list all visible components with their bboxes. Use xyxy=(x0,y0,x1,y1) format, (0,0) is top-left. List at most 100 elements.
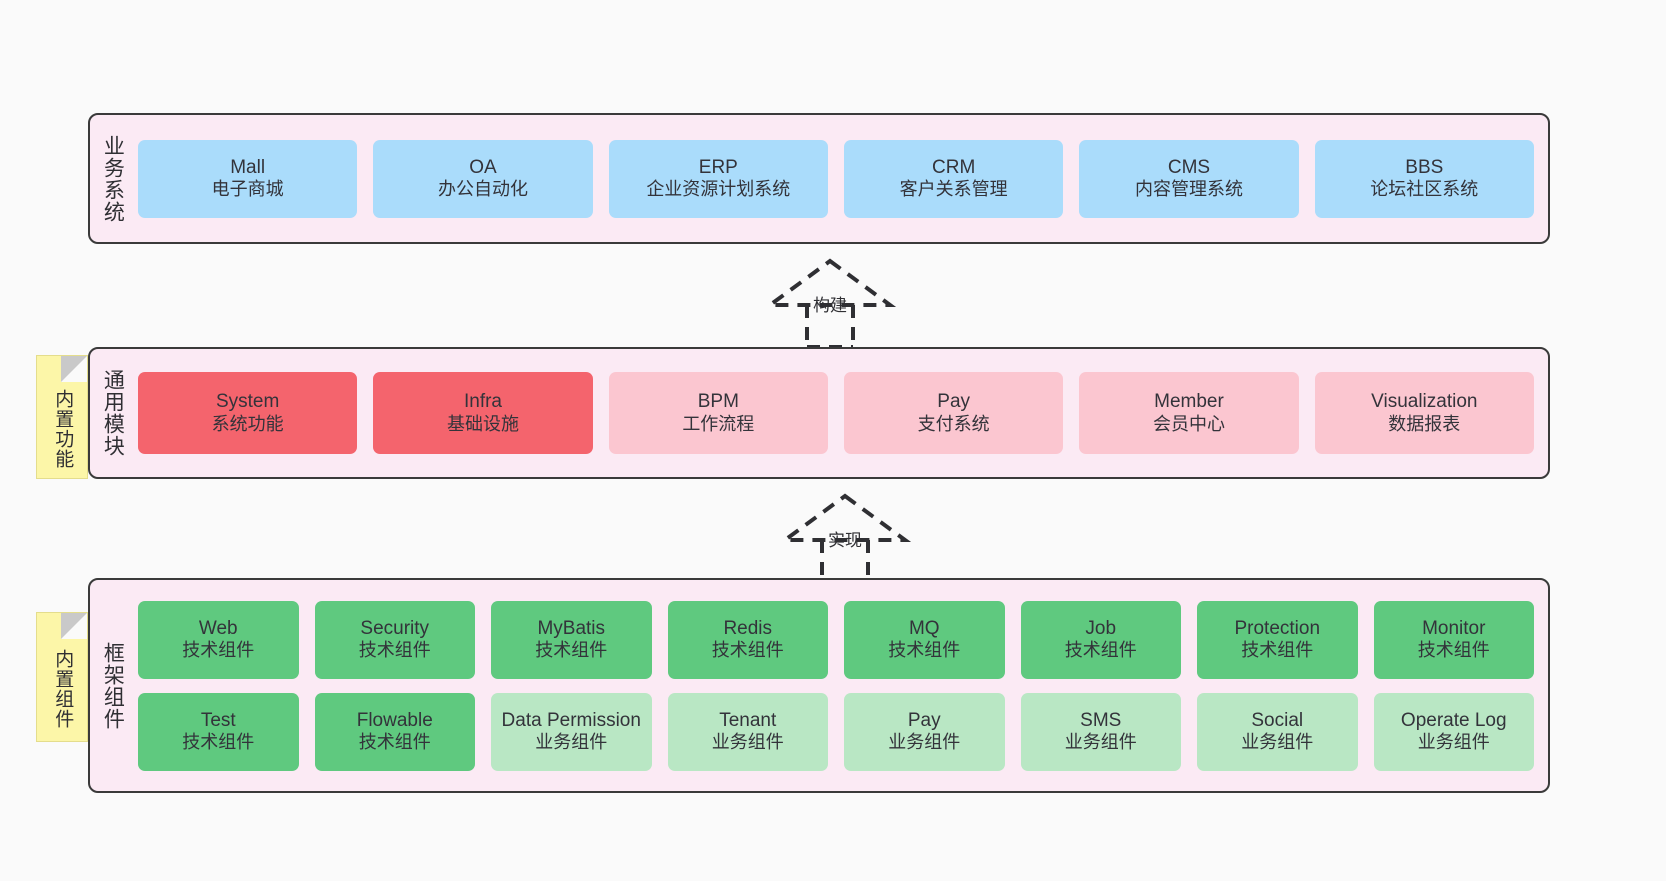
node-subtitle: 技术组件 xyxy=(1417,640,1490,661)
node-subtitle: 技术组件 xyxy=(711,640,784,661)
node-title: Infra xyxy=(463,391,502,413)
node-title: Redis xyxy=(723,617,773,639)
node-title: Security xyxy=(360,617,430,639)
node-subtitle: 会员中心 xyxy=(1152,413,1225,434)
node-title: Protection xyxy=(1234,617,1321,639)
node-subtitle: 业务组件 xyxy=(1241,732,1314,753)
node-title: Mall xyxy=(230,156,266,178)
node-title: Monitor xyxy=(1422,617,1486,639)
node-erp[interactable]: ERP 企业资源计划系统 xyxy=(608,139,828,218)
node-row: Mall 电子商城 OA 办公自动化 ERP 企业资源计划系统 CRM 客户关系… xyxy=(138,139,1534,218)
layer-framework-component: 框架组件 Web 技术组件 Security 技术组件 MyBatis 技术组件… xyxy=(88,578,1550,793)
node-title: System xyxy=(215,391,280,413)
node-web[interactable]: Web 技术组件 xyxy=(138,600,299,679)
node-subtitle: 技术组件 xyxy=(182,640,255,661)
node-title: BPM xyxy=(697,391,739,413)
layer-common-module: 通用模块 System 系统功能 Infra 基础设施 BPM 工作流程 Pay… xyxy=(88,347,1550,479)
node-protection[interactable]: Protection 技术组件 xyxy=(1197,600,1358,679)
node-member[interactable]: Member 会员中心 xyxy=(1079,372,1299,454)
node-title: MyBatis xyxy=(537,617,606,639)
layer-title-common-module: 通用模块 xyxy=(101,369,125,457)
node-mybatis[interactable]: MyBatis 技术组件 xyxy=(491,600,652,679)
node-data-permission[interactable]: Data Permission 业务组件 xyxy=(491,692,652,771)
node-subtitle: 技术组件 xyxy=(358,640,431,661)
node-subtitle: 技术组件 xyxy=(1064,640,1137,661)
node-title: OA xyxy=(469,156,497,178)
layer-title-framework-component: 框架组件 xyxy=(101,641,125,730)
layer-title-business-system: 业务系统 xyxy=(101,134,125,223)
node-flowable[interactable]: Flowable 技术组件 xyxy=(314,692,475,771)
node-operate-log[interactable]: Operate Log 业务组件 xyxy=(1373,692,1534,771)
node-pay-component[interactable]: Pay 业务组件 xyxy=(844,692,1005,771)
node-subtitle: 业务组件 xyxy=(1064,732,1137,753)
node-title: CRM xyxy=(932,156,976,178)
connector-build-label: 构建 xyxy=(813,296,847,315)
node-sms[interactable]: SMS 业务组件 xyxy=(1020,692,1181,771)
node-subtitle: 客户关系管理 xyxy=(899,179,1008,200)
node-mall[interactable]: Mall 电子商城 xyxy=(138,139,358,218)
node-title: ERP xyxy=(698,156,738,178)
sticky-note-label: 内置组件 xyxy=(52,649,74,729)
node-row: System 系统功能 Infra 基础设施 BPM 工作流程 Pay 支付系统… xyxy=(138,372,1534,454)
node-subtitle: 电子商城 xyxy=(211,179,284,200)
node-visualization[interactable]: Visualization 数据报表 xyxy=(1314,372,1534,454)
node-title: Social xyxy=(1251,709,1304,731)
node-subtitle: 业务组件 xyxy=(1417,732,1490,753)
node-crm[interactable]: CRM 客户关系管理 xyxy=(843,139,1064,218)
node-title: Web xyxy=(198,617,238,639)
node-subtitle: 技术组件 xyxy=(182,732,255,753)
node-subtitle: 业务组件 xyxy=(535,732,608,753)
node-social[interactable]: Social 业务组件 xyxy=(1197,692,1358,771)
node-row: Test 技术组件 Flowable 技术组件 Data Permission … xyxy=(138,692,1534,771)
connector-build-arrow: 构建 xyxy=(755,255,905,347)
node-title: SMS xyxy=(1080,709,1122,731)
node-subtitle: 技术组件 xyxy=(535,640,608,661)
node-subtitle: 系统功能 xyxy=(211,413,284,434)
node-title: Data Permission xyxy=(501,709,641,731)
node-subtitle: 支付系统 xyxy=(917,413,990,434)
node-title: BBS xyxy=(1405,156,1444,178)
node-mq[interactable]: MQ 技术组件 xyxy=(844,600,1005,679)
node-subtitle: 数据报表 xyxy=(1388,413,1461,434)
node-subtitle: 内容管理系统 xyxy=(1134,179,1243,200)
node-job[interactable]: Job 技术组件 xyxy=(1020,600,1181,679)
node-subtitle: 办公自动化 xyxy=(437,179,528,200)
node-subtitle: 企业资源计划系统 xyxy=(646,179,791,200)
node-subtitle: 论坛社区系统 xyxy=(1370,179,1479,200)
node-bbs[interactable]: BBS 论坛社区系统 xyxy=(1314,139,1534,218)
node-subtitle: 技术组件 xyxy=(1241,640,1314,661)
node-title: Flowable xyxy=(356,709,433,731)
node-bpm[interactable]: BPM 工作流程 xyxy=(608,372,828,454)
sticky-note-builtin-function: 内置功能 xyxy=(36,355,88,479)
node-title: Pay xyxy=(907,709,941,731)
layer-business-system: 业务系统 Mall 电子商城 OA 办公自动化 ERP 企业资源计划系统 CRM… xyxy=(88,113,1550,244)
layer-body-business-system: Mall 电子商城 OA 办公自动化 ERP 企业资源计划系统 CRM 客户关系… xyxy=(134,115,1548,242)
dashed-generalization-arrow-icon xyxy=(763,258,897,347)
node-subtitle: 技术组件 xyxy=(358,732,431,753)
node-title: MQ xyxy=(908,617,940,639)
node-subtitle: 基础设施 xyxy=(446,413,519,434)
node-title: Pay xyxy=(937,391,971,413)
sticky-note-builtin-component: 内置组件 xyxy=(36,612,88,742)
node-title: Tenant xyxy=(719,709,777,731)
node-monitor[interactable]: Monitor 技术组件 xyxy=(1373,600,1534,679)
node-pay-module[interactable]: Pay 支付系统 xyxy=(843,372,1064,454)
node-infra[interactable]: Infra 基础设施 xyxy=(373,372,593,454)
node-title: Job xyxy=(1085,617,1117,639)
node-oa[interactable]: OA 办公自动化 xyxy=(373,139,593,218)
node-security[interactable]: Security 技术组件 xyxy=(314,600,475,679)
dashed-generalization-arrow-icon xyxy=(778,493,912,582)
connector-implement-label: 实现 xyxy=(828,531,862,550)
node-system[interactable]: System 系统功能 xyxy=(138,372,358,454)
node-row: Web 技术组件 Security 技术组件 MyBatis 技术组件 Redi… xyxy=(138,600,1534,679)
node-title: Test xyxy=(200,709,236,731)
node-redis[interactable]: Redis 技术组件 xyxy=(667,600,828,679)
node-title: CMS xyxy=(1167,156,1211,178)
node-tenant[interactable]: Tenant 业务组件 xyxy=(667,692,828,771)
node-cms[interactable]: CMS 内容管理系统 xyxy=(1079,139,1299,218)
node-title: Operate Log xyxy=(1400,709,1507,731)
sticky-note-label: 内置功能 xyxy=(52,389,74,469)
node-test[interactable]: Test 技术组件 xyxy=(138,692,299,771)
node-title: Visualization xyxy=(1371,391,1478,413)
